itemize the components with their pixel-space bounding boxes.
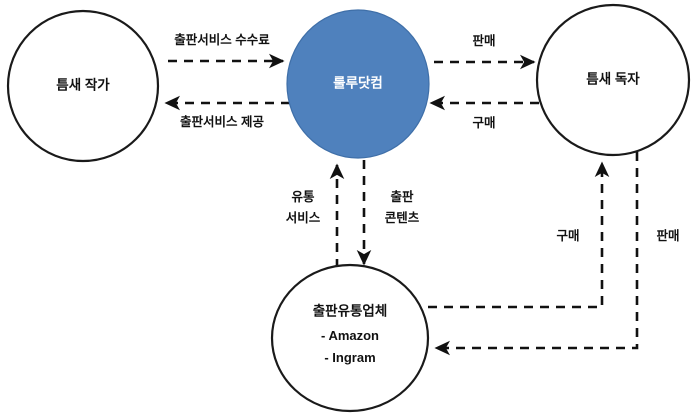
node-reader-shape[interactable] — [535, 3, 691, 157]
node-reader-label: 틈새 독자 — [586, 72, 640, 87]
node-author-shape[interactable] — [6, 9, 160, 163]
flow-distributor-to-lulu-service: 유통 서비스 — [286, 163, 345, 268]
flow-label-distributor-to-reader-purchase: 구매 — [556, 228, 579, 243]
flow-label-lulu-to-distributor-content-line1: 출판 — [390, 189, 414, 204]
flow-lulu-to-reader-sale: 판매 — [434, 33, 536, 70]
node-distributor-shape[interactable] — [270, 263, 430, 413]
node-lulu[interactable]: 룰루닷컴 — [286, 9, 430, 159]
flow-label-author-to-lulu-fee: 출판서비스 수수료 — [174, 32, 270, 47]
flow-label-lulu-to-reader-sale: 판매 — [472, 33, 495, 48]
flow-reader-to-lulu-purchase: 구매 — [429, 95, 539, 130]
flow-distributor-to-reader-purchase: 구매 — [428, 161, 610, 309]
node-distributor-subline-amazon: - Amazon — [321, 328, 379, 343]
node-distributor-subline-ingram: - Ingram — [324, 350, 375, 365]
node-lulu-shape[interactable] — [286, 9, 430, 159]
flow-label-reader-to-lulu-purchase: 구매 — [472, 115, 495, 130]
node-distributor-label: 출판유통업체 — [313, 303, 388, 319]
flow-label-lulu-to-distributor-content-line2: 콘텐츠 — [385, 210, 420, 225]
flow-label-distributor-to-lulu-service-line1: 유통 — [291, 189, 315, 204]
flow-lulu-to-author-service: 출판서비스 제공 — [164, 95, 290, 129]
flow-label-reader-to-distributor-sale: 판매 — [656, 228, 679, 243]
flow-lulu-to-distributor-content: 출판 콘텐츠 — [356, 160, 420, 266]
flow-reader-to-distributor-sale: 판매 — [434, 152, 680, 356]
node-lulu-label: 룰루닷컴 — [333, 75, 383, 91]
node-author[interactable]: 틈새 작가 — [6, 9, 160, 163]
node-distributor[interactable]: 출판유통업체 - Amazon - Ingram — [270, 263, 430, 413]
node-reader[interactable]: 틈새 독자 — [535, 3, 691, 157]
flow-label-distributor-to-lulu-service-line2: 서비스 — [286, 210, 321, 225]
flow-label-lulu-to-author-service: 출판서비스 제공 — [180, 114, 264, 129]
flow-author-to-lulu-fee: 출판서비스 수수료 — [168, 32, 285, 69]
node-author-label: 틈새 작가 — [56, 77, 110, 93]
